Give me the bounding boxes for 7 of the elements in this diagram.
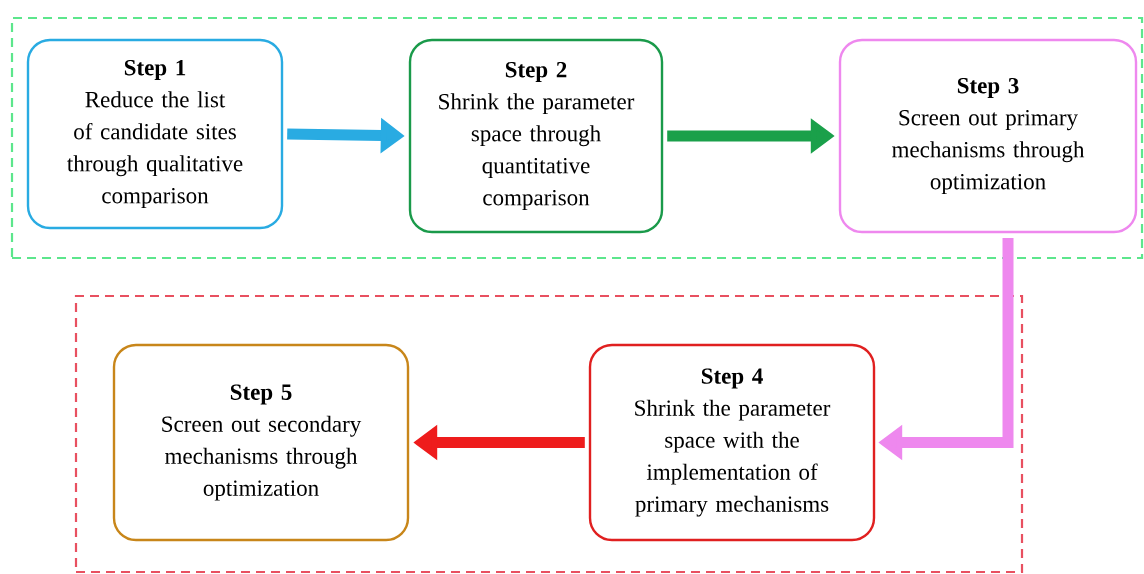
step-box: Step 2 Shrink the parameter space through quantitative comparison: [408, 38, 664, 234]
step-box: Step 3 Screen out primary mechanisms through optimization: [838, 38, 1138, 234]
step-box: Step 5 Screen out secondary mechanisms through optimization: [112, 343, 410, 542]
group-frame: [10, 16, 1144, 260]
step-box: Step 1 Reduce the list of candidate sites through qualitative comparison: [26, 38, 284, 230]
group-frame: [74, 294, 1024, 574]
step-box: Step 4 Shrink the parameter space with the implementation of primary mechanisms: [588, 343, 876, 542]
